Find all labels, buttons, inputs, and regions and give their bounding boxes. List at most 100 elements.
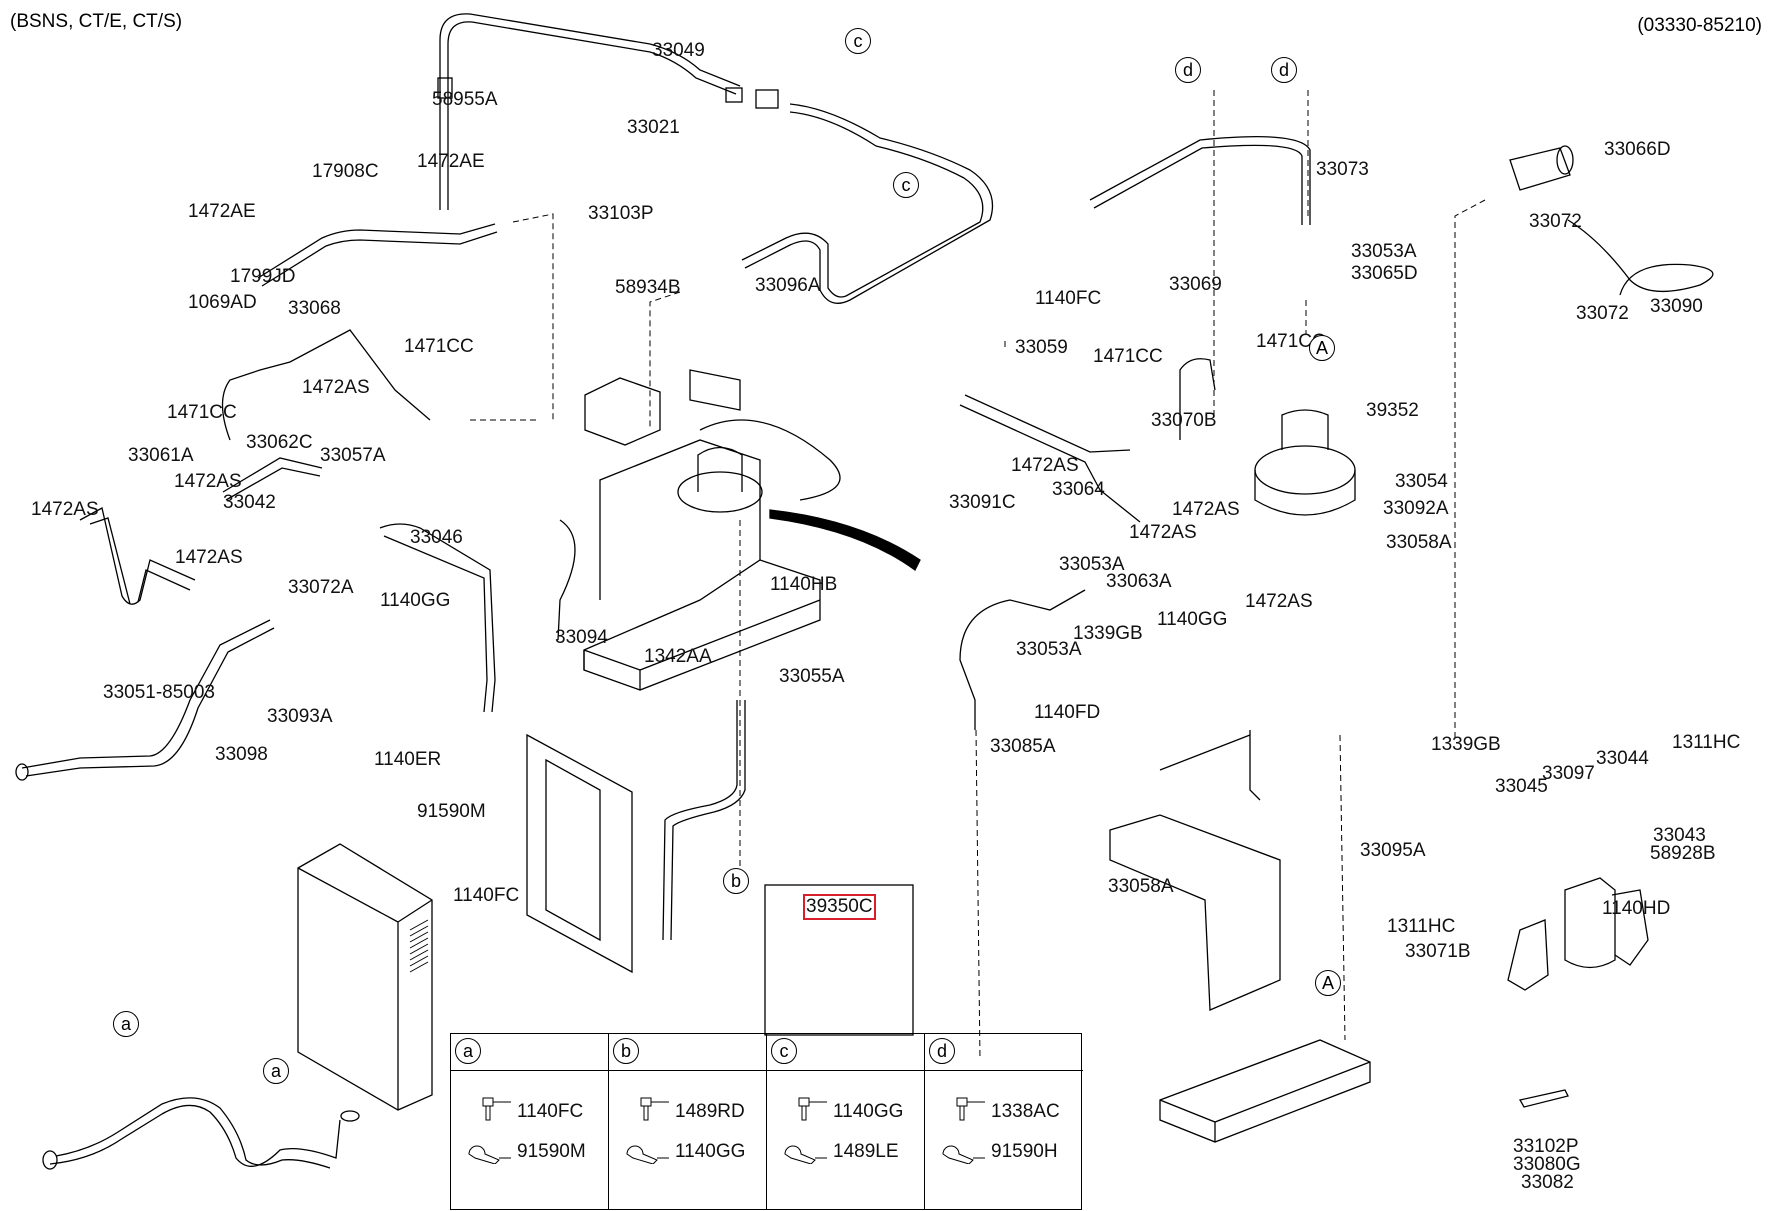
part-label-33057a[interactable]: 33057A <box>320 445 386 466</box>
part-label-33092a[interactable]: 33092A <box>1383 498 1449 519</box>
legend-part-1489rd[interactable]: 1489RD <box>675 1101 745 1122</box>
part-label-33061a[interactable]: 33061A <box>128 445 194 466</box>
part-label-33072[interactable]: 33072 <box>1529 211 1582 232</box>
callout-a: a <box>263 1058 289 1084</box>
part-label-1311hc[interactable]: 1311HC <box>1672 732 1741 753</box>
part-label-1472as[interactable]: 1472AS <box>1129 522 1197 543</box>
part-label-33044[interactable]: 33044 <box>1596 748 1649 769</box>
part-label-33072a[interactable]: 33072A <box>288 577 354 598</box>
part-label-1471cc[interactable]: 1471CC <box>167 402 237 423</box>
part-label-1140fc[interactable]: 1140FC <box>453 885 520 906</box>
part-label-1471cc[interactable]: 1471CC <box>1093 346 1163 367</box>
part-label-33080g[interactable]: 33080G <box>1513 1154 1581 1175</box>
legend-part-91590h[interactable]: 91590H <box>991 1141 1058 1162</box>
part-label-33043[interactable]: 33043 <box>1653 825 1706 846</box>
legend-part-91590m[interactable]: 91590M <box>517 1141 586 1162</box>
part-label-1140gg[interactable]: 1140GG <box>380 590 451 611</box>
part-label-1140fc[interactable]: 1140FC <box>1035 288 1102 309</box>
part-label-1472as[interactable]: 1472AS <box>175 547 243 568</box>
part-label-33098[interactable]: 33098 <box>215 744 268 765</box>
part-label-1472ae[interactable]: 1472AE <box>188 201 256 222</box>
part-label-33096a[interactable]: 33096A <box>755 275 821 296</box>
hose-33051 <box>21 619 271 769</box>
part-label-1471cc[interactable]: 1471CC <box>1256 331 1326 352</box>
part-label-33082[interactable]: 33082 <box>1521 1172 1574 1193</box>
part-label-33055a[interactable]: 33055A <box>779 666 845 687</box>
part-label-1140gg[interactable]: 1140GG <box>1157 609 1228 630</box>
part-label-1140fd[interactable]: 1140FD <box>1034 702 1101 723</box>
part-label-1342aa[interactable]: 1342AA <box>644 646 712 667</box>
legend-part-1140fc[interactable]: 1140FC <box>517 1101 584 1122</box>
part-label-33091c[interactable]: 33091C <box>949 492 1016 513</box>
part-label-33021[interactable]: 33021 <box>627 117 680 138</box>
part-label-33070b[interactable]: 33070B <box>1151 410 1217 431</box>
part-label-33058a[interactable]: 33058A <box>1386 532 1452 553</box>
part-label-33046[interactable]: 33046 <box>410 527 463 548</box>
part-label-1472as[interactable]: 1472AS <box>1172 499 1240 520</box>
part-label-33042[interactable]: 33042 <box>223 492 276 513</box>
part-label-33065d[interactable]: 33065D <box>1351 263 1418 284</box>
part-label-91590m[interactable]: 91590M <box>417 801 486 822</box>
part-label-33069[interactable]: 33069 <box>1169 274 1222 295</box>
callout-c: c <box>845 28 871 54</box>
part-label-1140hb[interactable]: 1140HB <box>770 574 838 595</box>
legend-part-1140gg[interactable]: 1140GG <box>675 1141 746 1162</box>
part-label-33045[interactable]: 33045 <box>1495 776 1548 797</box>
part-label-33064[interactable]: 33064 <box>1052 479 1105 500</box>
part-label-33066d[interactable]: 33066D <box>1604 139 1671 160</box>
fitting-33049 <box>755 89 779 109</box>
part-label-33093a[interactable]: 33093A <box>267 706 333 727</box>
part-label-1140hd[interactable]: 1140HD <box>1602 898 1671 919</box>
part-label-1311hc[interactable]: 1311HC <box>1387 916 1456 937</box>
part-label-33049[interactable]: 33049 <box>652 40 705 61</box>
part-label-33095a[interactable]: 33095A <box>1360 840 1426 861</box>
part-label-1472as[interactable]: 1472AS <box>174 471 242 492</box>
part-label-1472as[interactable]: 1472AS <box>31 499 99 520</box>
part-label-33068[interactable]: 33068 <box>288 298 341 319</box>
part-label-33051-85003[interactable]: 33051-85003 <box>103 682 215 703</box>
part-label-33097[interactable]: 33097 <box>1542 763 1595 784</box>
part-label-1069ad[interactable]: 1069AD <box>188 292 257 313</box>
legend-part-1489le[interactable]: 1489LE <box>833 1141 899 1162</box>
part-label-1140er[interactable]: 1140ER <box>374 749 442 770</box>
part-label-33073[interactable]: 33073 <box>1316 159 1369 180</box>
part-label-33053a[interactable]: 33053A <box>1016 639 1082 660</box>
part-label-33053a[interactable]: 33053A <box>1059 554 1125 575</box>
callout-c: c <box>771 1038 797 1064</box>
fuel-line-c <box>744 103 994 304</box>
part-label-1339gb[interactable]: 1339GB <box>1073 623 1143 644</box>
part-label-39350c[interactable]: 39350C <box>803 894 876 920</box>
part-label-33090[interactable]: 33090 <box>1650 296 1703 317</box>
part-label-33094[interactable]: 33094 <box>555 627 608 648</box>
part-label-33053a[interactable]: 33053A <box>1351 241 1417 262</box>
part-label-1471cc[interactable]: 1471CC <box>404 336 474 357</box>
part-label-33054[interactable]: 33054 <box>1395 471 1448 492</box>
legend-part-1140gg[interactable]: 1140GG <box>833 1101 904 1122</box>
part-label-17908c[interactable]: 17908C <box>312 161 379 182</box>
part-label-1472as[interactable]: 1472AS <box>1011 455 1079 476</box>
part-label-33058a[interactable]: 33058A <box>1108 876 1174 897</box>
part-label-33059[interactable]: 33059 <box>1015 337 1068 358</box>
part-label-33062c[interactable]: 33062C <box>246 432 313 453</box>
part-label-33072[interactable]: 33072 <box>1576 303 1629 324</box>
part-label-33085a[interactable]: 33085A <box>990 736 1056 757</box>
part-label-33102p[interactable]: 33102P <box>1513 1136 1579 1157</box>
valve-33066D <box>1509 147 1571 191</box>
part-label-39352[interactable]: 39352 <box>1366 400 1419 421</box>
part-label-1339gb[interactable]: 1339GB <box>1431 734 1501 755</box>
part-label-58928b[interactable]: 58928B <box>1650 843 1716 864</box>
part-label-1472as[interactable]: 1472AS <box>1245 591 1313 612</box>
part-label-58955a[interactable]: 58955A <box>432 89 498 110</box>
part-label-1799jd[interactable]: 1799JD <box>230 266 296 287</box>
fastener-icon <box>482 1097 511 1121</box>
part-label-58934b[interactable]: 58934B <box>615 277 681 298</box>
legend-part-1338ac[interactable]: 1338AC <box>991 1101 1060 1122</box>
legend-cell-header: b <box>609 1034 766 1071</box>
part-label-1472ae[interactable]: 1472AE <box>417 151 485 172</box>
part-label-1472as[interactable]: 1472AS <box>302 377 370 398</box>
part-label-33063a[interactable]: 33063A <box>1106 571 1172 592</box>
part-label-33071b[interactable]: 33071B <box>1405 941 1471 962</box>
part-label-33103p[interactable]: 33103P <box>588 203 654 224</box>
